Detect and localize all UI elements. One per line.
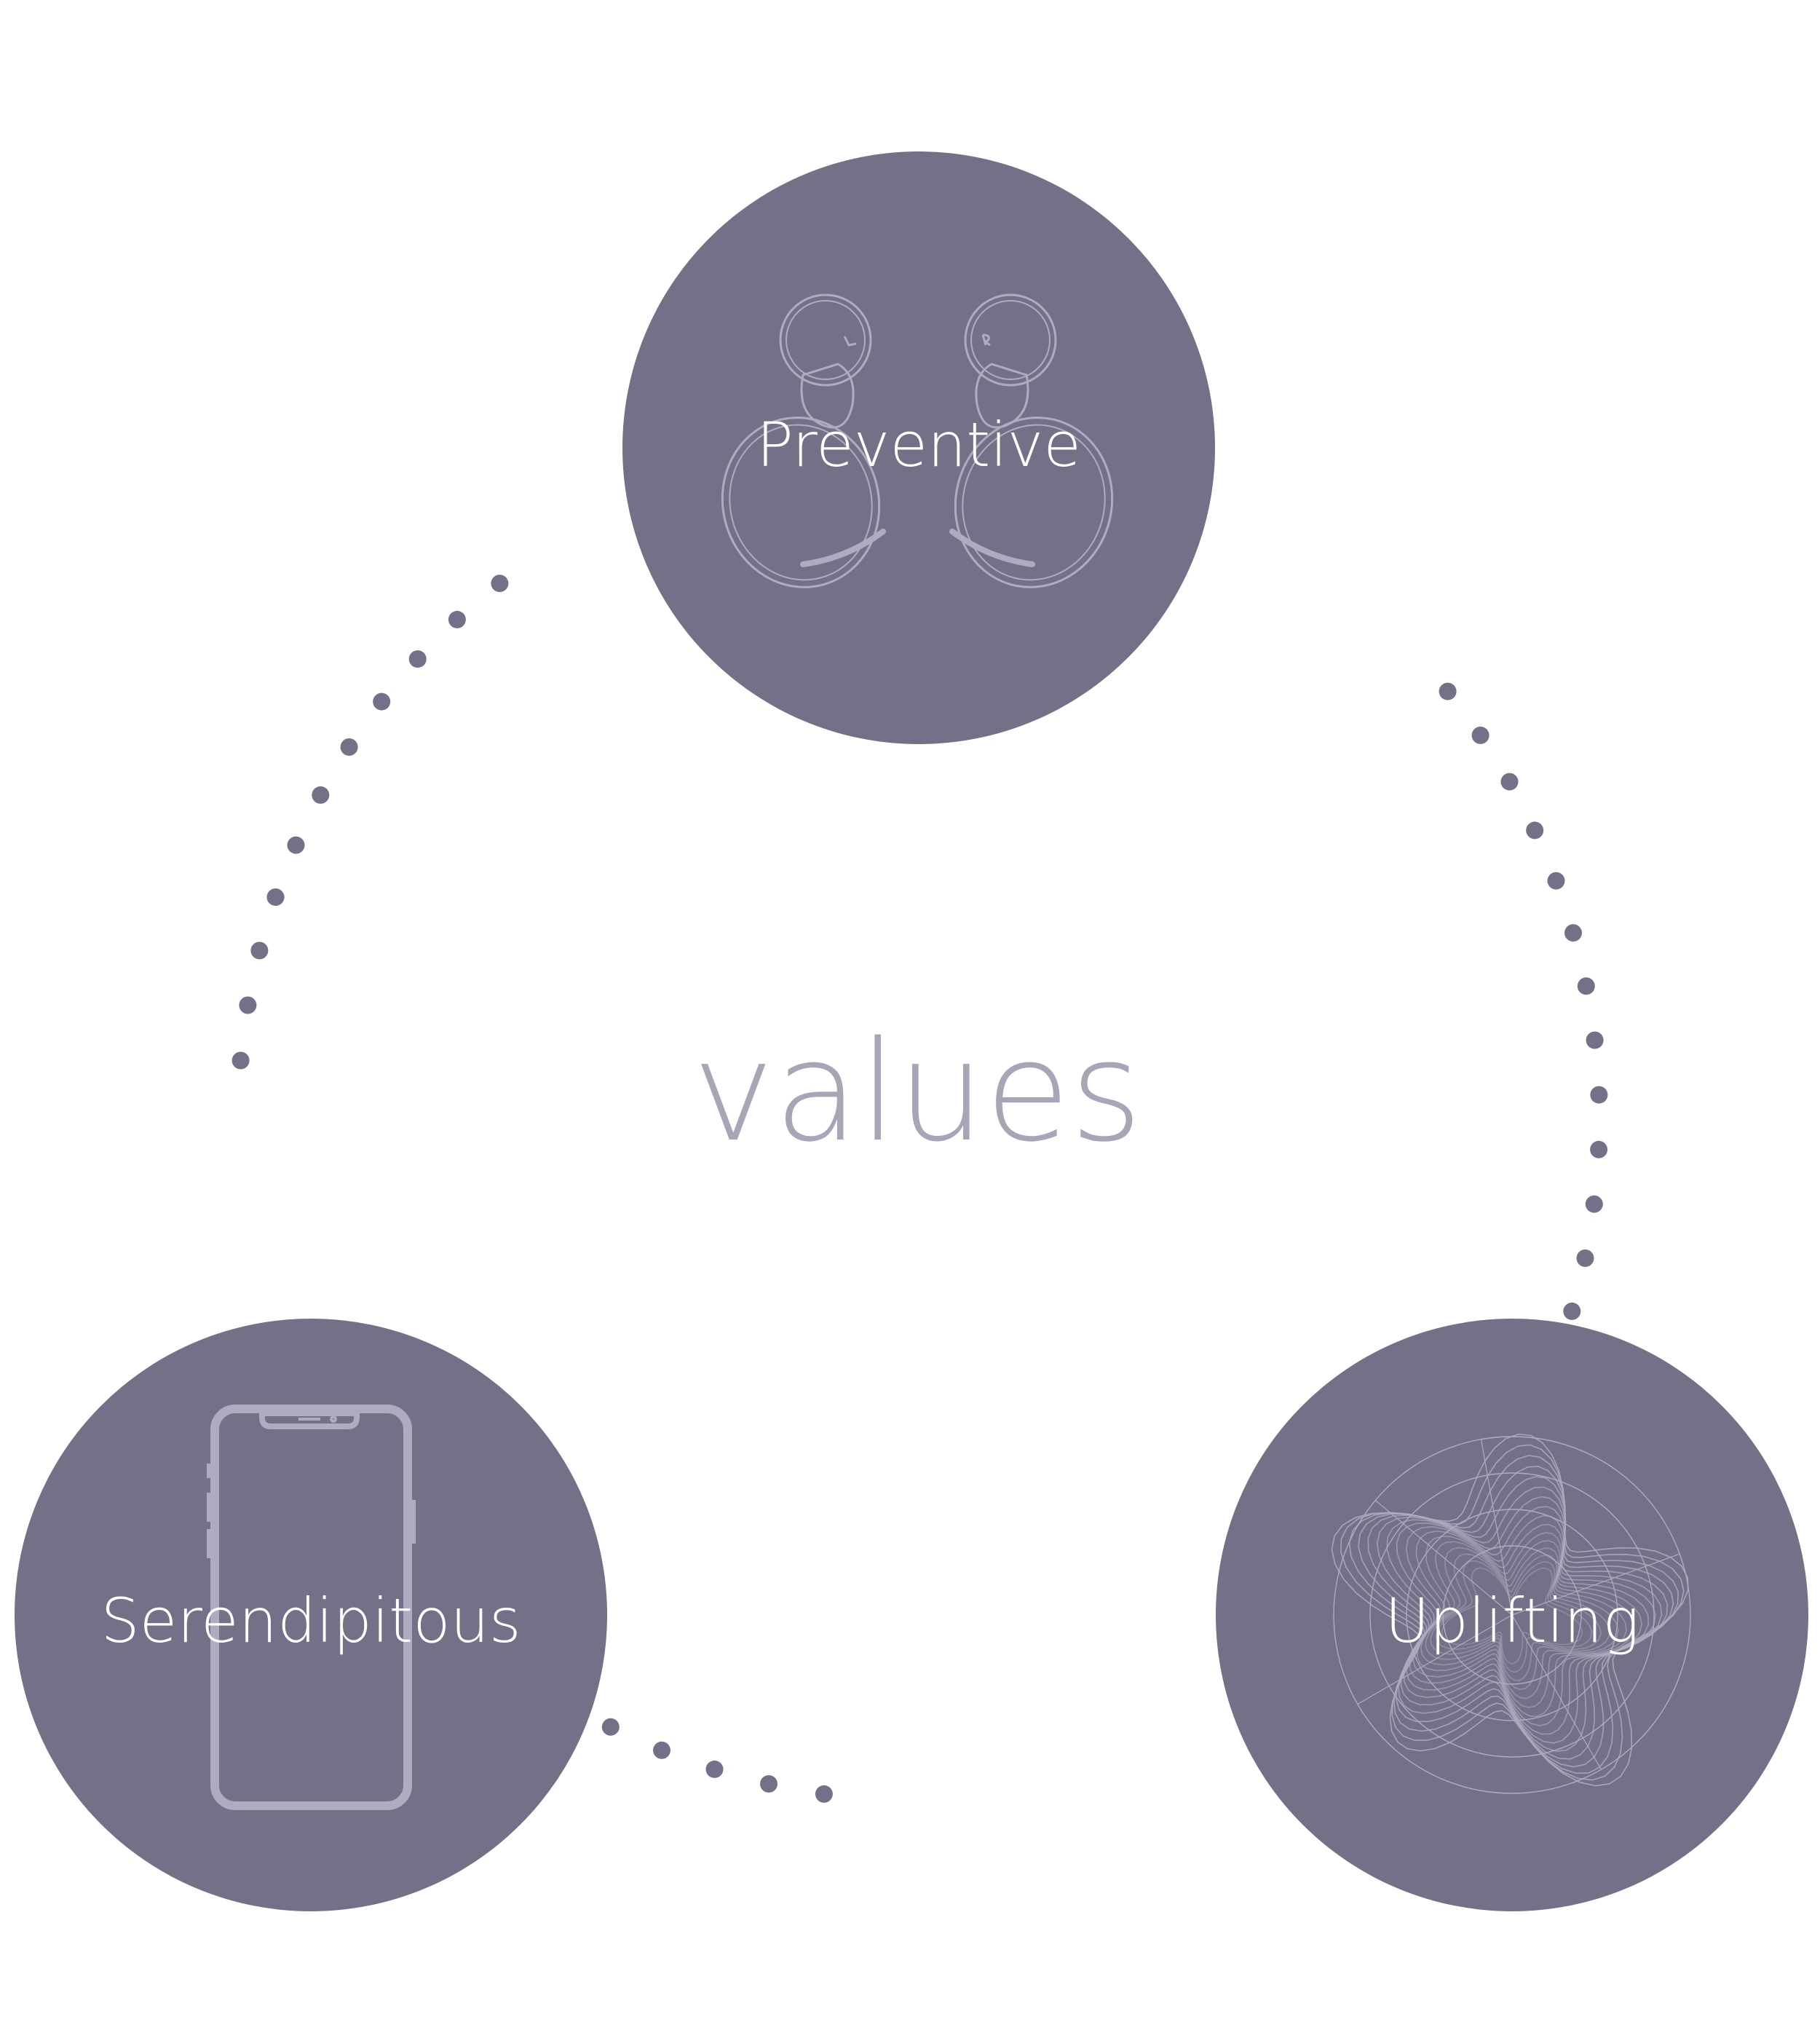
ring-dot (312, 786, 330, 804)
ring-dot (239, 996, 257, 1014)
ring-dot (232, 1051, 250, 1070)
ring-dot (1500, 773, 1519, 791)
node-preventive-label: Preventive (756, 409, 1081, 481)
ring-dot (653, 1741, 670, 1759)
radial-waveform-icon (1331, 1433, 1691, 1794)
node-serendipitous-circle (15, 1319, 607, 1911)
ring-dot (1526, 821, 1544, 840)
ring-dot (448, 610, 466, 628)
ring-dot (373, 692, 391, 711)
ring-dot (1564, 924, 1582, 942)
ring-dot (601, 1718, 620, 1736)
ring-dot (760, 1775, 778, 1793)
ring-dot (250, 941, 269, 960)
smartphone-icon (207, 1405, 416, 1810)
node-serendipitous-label: Serendipitous (100, 1585, 521, 1656)
ring-dot (491, 574, 509, 593)
ring-dot (815, 1785, 833, 1803)
ring-dot (408, 650, 427, 668)
ring-dot (1547, 872, 1565, 890)
node-uplifting: Uplifting (1216, 1319, 1808, 1911)
ring-dot (705, 1760, 724, 1778)
ring-dot (1471, 726, 1489, 744)
node-preventive-circle (622, 151, 1215, 744)
ring-dot (1585, 1195, 1603, 1213)
ring-dot (287, 836, 305, 854)
center-label: values (692, 1011, 1142, 1172)
ring-dot (340, 738, 358, 756)
ring-dot (1590, 1140, 1608, 1158)
node-uplifting-label: Uplifting (1385, 1585, 1639, 1656)
ring-dot (1576, 1249, 1594, 1267)
earbuds-icon (721, 293, 1114, 588)
ring-dot (1590, 1086, 1608, 1104)
ring-dot (1586, 1031, 1604, 1049)
node-preventive: Preventive (622, 151, 1215, 744)
node-serendipitous: Serendipitous (15, 1319, 607, 1911)
ring-dot (1439, 682, 1457, 700)
ring-dot (266, 888, 285, 907)
ring-dot (1577, 977, 1595, 995)
ring-dot (1563, 1302, 1581, 1320)
